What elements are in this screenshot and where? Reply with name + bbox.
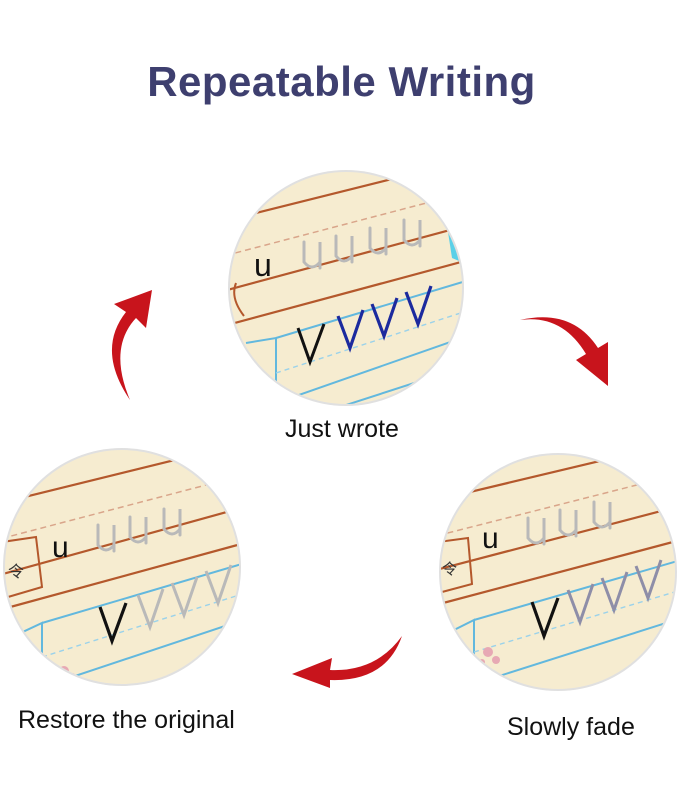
restore-original-disc: 令 u xyxy=(3,448,241,686)
letter-u-model: u xyxy=(482,522,499,555)
slowly-fade-disc: 令 u xyxy=(439,453,677,691)
hanzi-glyph: 令 xyxy=(8,562,24,581)
just-wrote-disc: u xyxy=(228,170,464,406)
hanzi-glyph: 令 xyxy=(442,560,457,578)
caption-slowly-fade: Slowly fade xyxy=(507,713,635,741)
letter-u-model: u xyxy=(52,531,69,564)
caption-just-wrote: Just wrote xyxy=(285,415,399,443)
curved-arrow-icon xyxy=(520,317,608,386)
letter-u-model: u xyxy=(254,247,272,283)
caption-restore-original: Restore the original xyxy=(18,706,235,734)
curved-arrow-icon xyxy=(292,636,402,688)
curved-arrow-icon xyxy=(111,290,152,400)
page-title: Repeatable Writing xyxy=(147,58,536,105)
